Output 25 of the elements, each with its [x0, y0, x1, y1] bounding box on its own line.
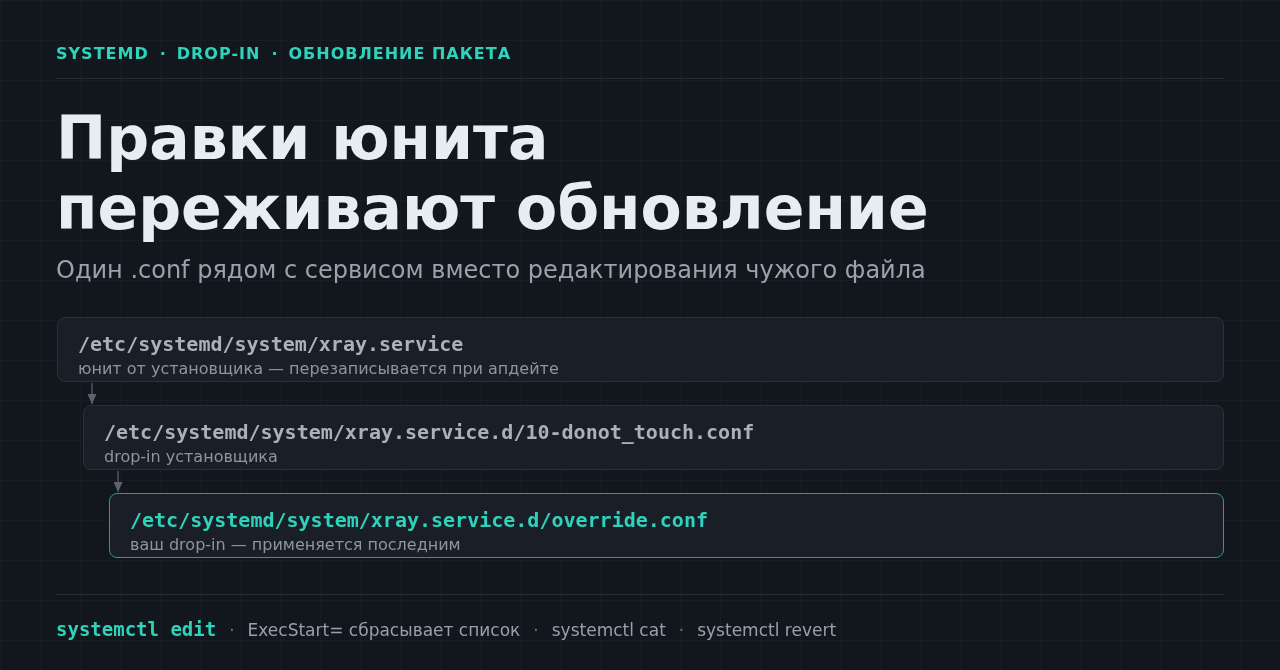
file-path: /etc/systemd/system/xray.service	[78, 332, 464, 356]
file-description: юнит от установщика — перезаписывается при апдейте	[78, 359, 559, 379]
arrow	[113, 470, 123, 493]
file-path: /etc/systemd/system/xray.service.d/override.conf	[130, 508, 708, 532]
file-card	[109, 493, 1224, 558]
command-label: systemctl edit	[56, 617, 217, 641]
title: Правки юнита переживают обновление	[56, 103, 930, 243]
footer-note: systemctl cat	[551, 619, 666, 642]
separator-dot: ·	[533, 619, 539, 642]
separator-dot: ·	[229, 619, 235, 642]
file-description: ваш drop-in — применяется последним	[130, 535, 461, 555]
separator-dot: ·	[678, 619, 685, 642]
separator-dot: ·	[271, 44, 278, 64]
arrow	[87, 382, 97, 405]
footer-note: systemctl revert	[697, 619, 837, 642]
topic-tag: SYSTEMD	[56, 44, 149, 64]
topic-tag: DROP-IN	[176, 44, 261, 64]
file-path: /etc/systemd/system/xray.service.d/10-donot_touch.conf	[104, 420, 755, 444]
file-description: drop-in установщика	[104, 447, 278, 467]
topic-tag: ОБНОВЛЕНИЕ ПАКЕТА	[288, 44, 512, 64]
footer-note: ExecStart= сбрасывает список	[247, 619, 521, 642]
file-card	[57, 317, 1224, 382]
file-card	[83, 405, 1224, 470]
separator-dot: ·	[159, 44, 166, 64]
subtitle: Один .conf рядом с сервисом вместо редактирования чужого файла	[56, 255, 926, 285]
